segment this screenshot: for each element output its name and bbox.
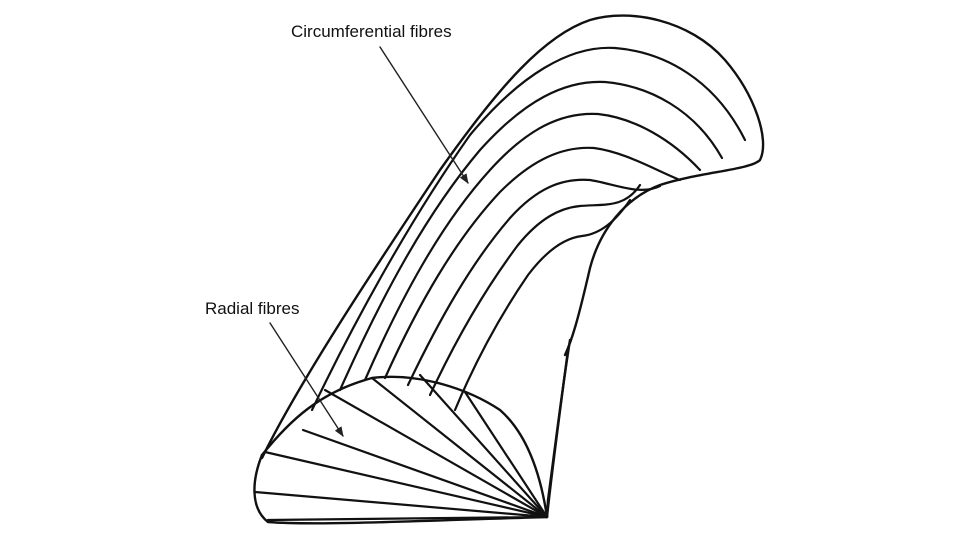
radial-fibre: [323, 388, 549, 519]
radial-fibre: [463, 390, 549, 519]
radial-fibres: [253, 373, 549, 522]
circumferential-fibres: [310, 46, 747, 412]
cross-section-back: [545, 348, 570, 519]
circumferential-fibre: [453, 198, 632, 412]
radial-pointer-arrow: [269, 322, 344, 437]
circumferential-fibre: [406, 178, 662, 387]
cross-section-lower: [253, 453, 549, 525]
circumferential-fibre: [310, 46, 747, 412]
radial-fibre: [263, 450, 549, 519]
outer-edge: [260, 14, 765, 460]
circumferential-pointer-arrow: [379, 46, 469, 184]
radial-fibre: [253, 490, 549, 519]
circumferential-fibre: [338, 80, 724, 392]
radial-fibre: [266, 515, 549, 522]
circumferential-fibre: [363, 112, 702, 382]
label-pointers: [269, 46, 469, 437]
circumferential-fibre: [383, 146, 682, 380]
radial-fibre: [370, 376, 549, 519]
circumferential-fibres-label: Circumferential fibres: [291, 22, 452, 41]
radial-fibre: [418, 373, 549, 519]
radial-fibre: [301, 428, 549, 519]
cross-section-upper: [260, 375, 549, 519]
structure-outline: [253, 14, 765, 525]
circumferential-fibre: [428, 183, 642, 397]
radial-fibres-label: Radial fibres: [205, 299, 300, 318]
